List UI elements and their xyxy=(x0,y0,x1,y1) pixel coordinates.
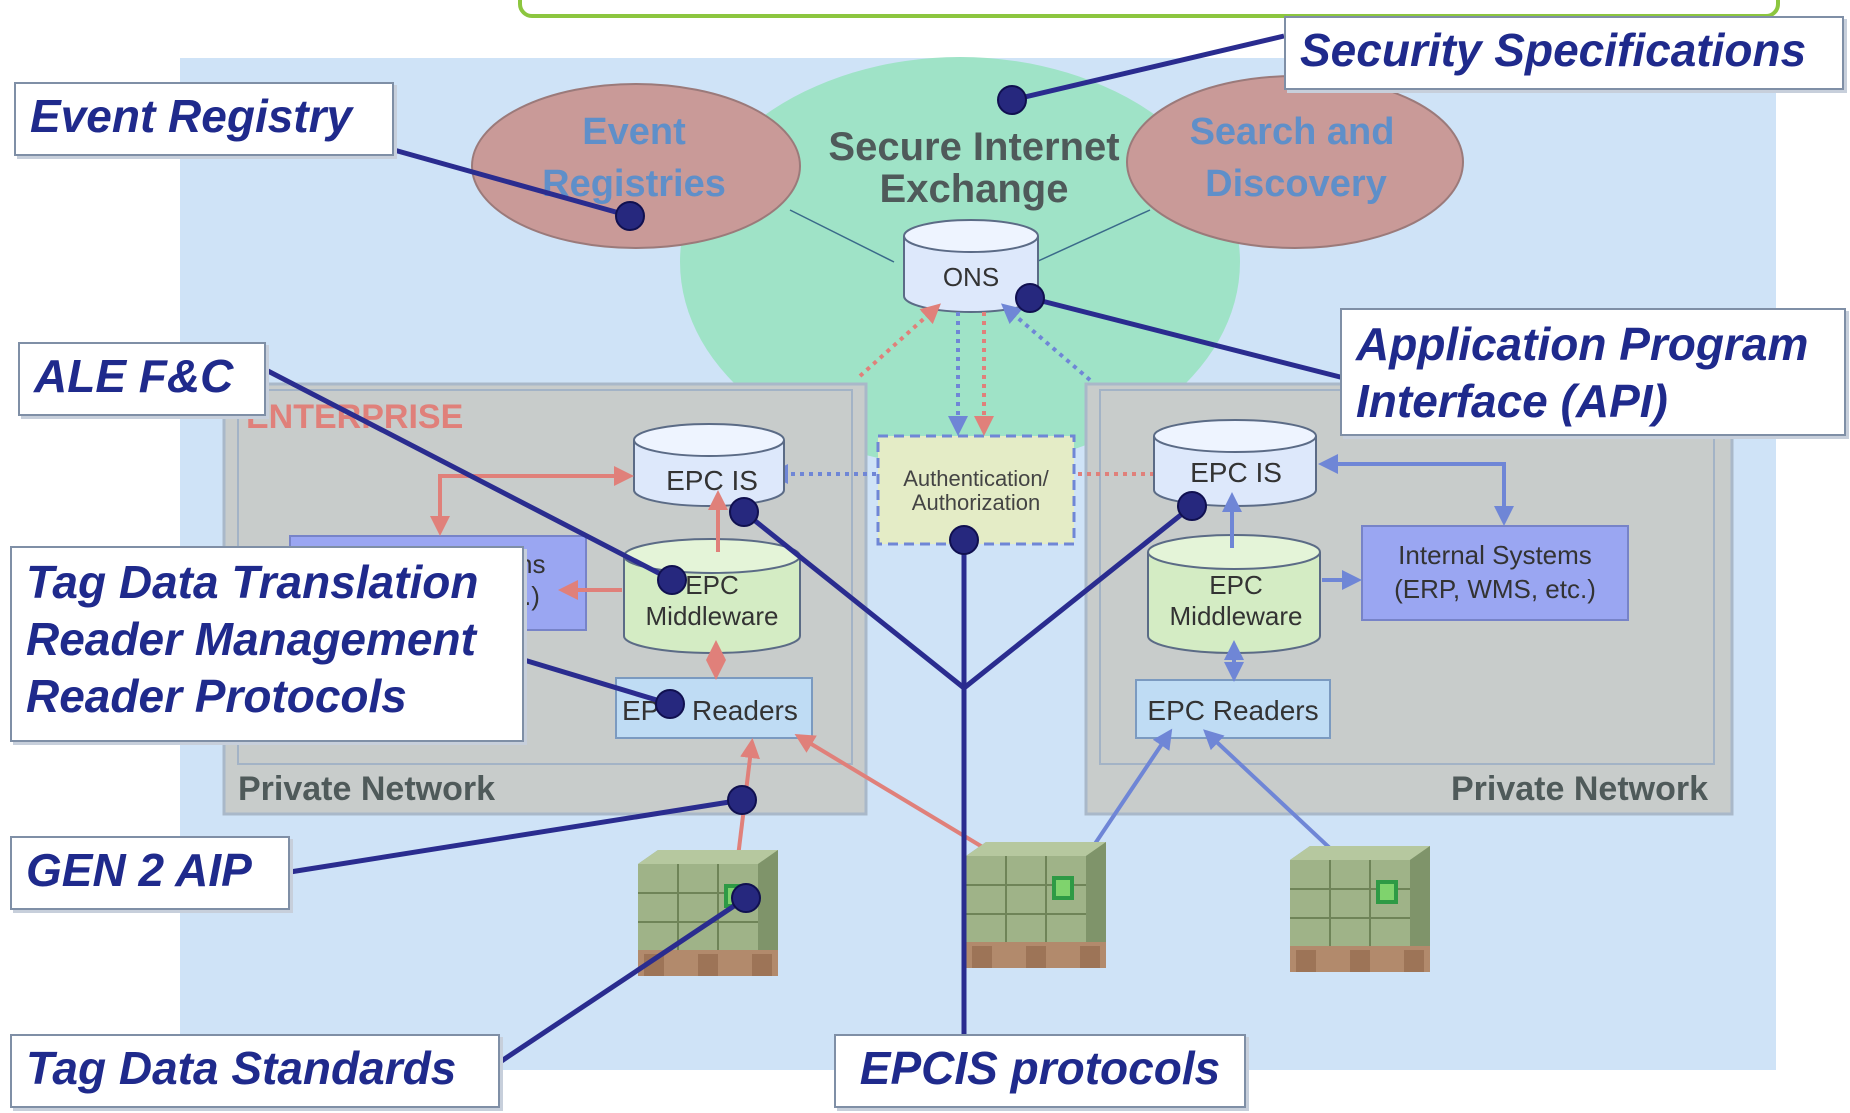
left-middleware-line1: EPC xyxy=(685,570,738,600)
dot-epcis-left xyxy=(729,497,759,527)
pallet-icon xyxy=(965,841,1107,969)
secure-exchange-line2: Exchange xyxy=(880,167,1069,211)
secure-exchange-line1: Secure Internet xyxy=(828,125,1119,169)
left-epc-readers xyxy=(615,677,813,739)
connector-dots xyxy=(615,85,1207,913)
dot-tag-standards xyxy=(731,883,761,913)
auth-box xyxy=(876,434,1076,546)
search-discovery-line2: Discovery xyxy=(1205,163,1387,205)
epcis-protocols-callout: EPCIS protocols xyxy=(834,1034,1246,1108)
left-middleware-line2: Middleware xyxy=(646,601,779,631)
dot-event-registry xyxy=(615,201,645,231)
right-middleware-line1: EPC xyxy=(1209,570,1262,600)
ons-label: ONS xyxy=(943,262,999,292)
right-internal-systems xyxy=(1361,525,1629,621)
right-internal-line2: (ERP, WMS, etc.) xyxy=(1394,574,1596,604)
dot-api xyxy=(1015,283,1045,313)
ale-fc-callout: ALE F&C xyxy=(18,342,266,416)
dot-epcis-right xyxy=(1177,491,1207,521)
event-registries-ellipse xyxy=(471,83,801,249)
ons-database xyxy=(903,219,1039,313)
api-callout: Application Program Interface (API) xyxy=(1340,308,1846,436)
event-registries-line1: Event xyxy=(582,111,686,153)
callout-connectors xyxy=(264,33,1345,1065)
search-discovery-ellipse xyxy=(1126,75,1464,249)
right-internal-line1: Internal Systems xyxy=(1398,540,1592,570)
tag-data-standards-callout: Tag Data Standards xyxy=(10,1034,500,1108)
left-internal-line2: .) xyxy=(524,581,540,611)
left-private-network-label: Private Network xyxy=(238,770,495,808)
auth-line2: Authorization xyxy=(912,490,1040,515)
dot-ale xyxy=(657,565,687,595)
right-middleware-line2: Middleware xyxy=(1170,601,1303,631)
right-epc-readers xyxy=(1135,679,1331,739)
top-banner-edge xyxy=(518,0,1780,18)
left-readers-suffix: Readers xyxy=(692,695,798,726)
right-readers-label: EPC Readers xyxy=(1147,695,1318,726)
auth-line1: Authentication/ xyxy=(903,466,1049,491)
dot-security xyxy=(997,85,1027,115)
search-discovery-line1: Search and xyxy=(1190,111,1395,153)
dot-gen2 xyxy=(727,785,757,815)
right-private-network-label: Private Network xyxy=(1451,770,1708,808)
gen2-aip-callout: GEN 2 AIP xyxy=(10,836,290,910)
right-middleware-database xyxy=(1147,534,1321,654)
right-epc-is-label: EPC IS xyxy=(1190,457,1282,488)
event-registry-callout: Event Registry xyxy=(14,82,394,156)
dot-auth xyxy=(949,525,979,555)
pallet-icon xyxy=(1289,845,1431,973)
left-epc-is-label: EPC IS xyxy=(666,465,758,496)
tag-data-translation-callout: Tag Data Translation Reader Management R… xyxy=(10,546,524,742)
dot-readers xyxy=(655,689,685,719)
security-specifications-callout: Security Specifications xyxy=(1284,16,1844,90)
